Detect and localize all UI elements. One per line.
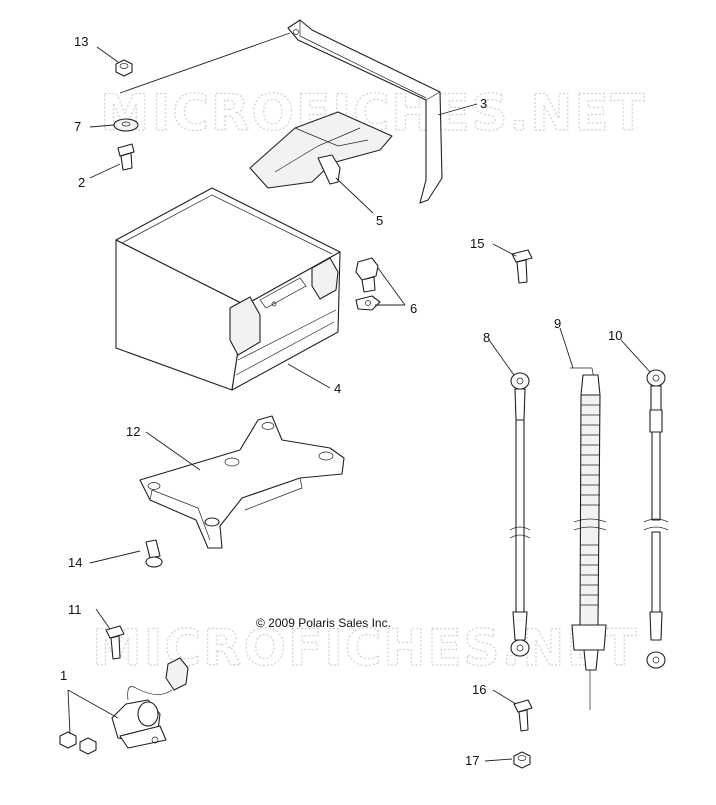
callout-6: 6	[410, 301, 417, 316]
part-17-nut	[513, 751, 531, 769]
part-4-battery	[115, 187, 341, 391]
part-1-solenoid	[59, 657, 189, 755]
callout-11: 11	[68, 602, 82, 617]
part-10-cable	[643, 369, 669, 669]
part-14-push-rivet	[145, 539, 163, 568]
part-8-cable	[509, 372, 531, 657]
callout-13: 13	[74, 34, 88, 49]
callout-3: 3	[480, 96, 487, 111]
part-12-battery-tray	[139, 415, 345, 549]
leader-lines	[67, 32, 651, 762]
part-13-nut	[115, 59, 133, 77]
callout-4: 4	[334, 381, 341, 396]
callout-7: 7	[74, 119, 81, 134]
callout-14: 14	[68, 555, 82, 570]
callout-12: 12	[126, 424, 140, 439]
callout-2: 2	[78, 175, 85, 190]
callout-1: 1	[60, 668, 67, 683]
part-15-bolt	[511, 249, 533, 284]
callout-17: 17	[465, 753, 479, 768]
callout-15: 15	[470, 236, 484, 251]
part-7-washer	[113, 118, 139, 132]
part-6-terminal-hardware	[355, 257, 381, 311]
callout-8: 8	[483, 330, 490, 345]
copyright-text: © 2009 Polaris Sales Inc.	[256, 616, 391, 630]
callout-5: 5	[376, 213, 383, 228]
part-3-hold-down-strap	[287, 19, 443, 204]
part-11-bolt	[105, 625, 125, 660]
part-9-corrugated-cable	[570, 367, 607, 710]
part-2-bolt	[117, 143, 135, 171]
callout-9: 9	[554, 316, 561, 331]
part-16-bolt	[513, 699, 533, 732]
part-5-battery-pad	[249, 111, 393, 189]
callout-16: 16	[472, 682, 486, 697]
callout-10: 10	[608, 328, 622, 343]
